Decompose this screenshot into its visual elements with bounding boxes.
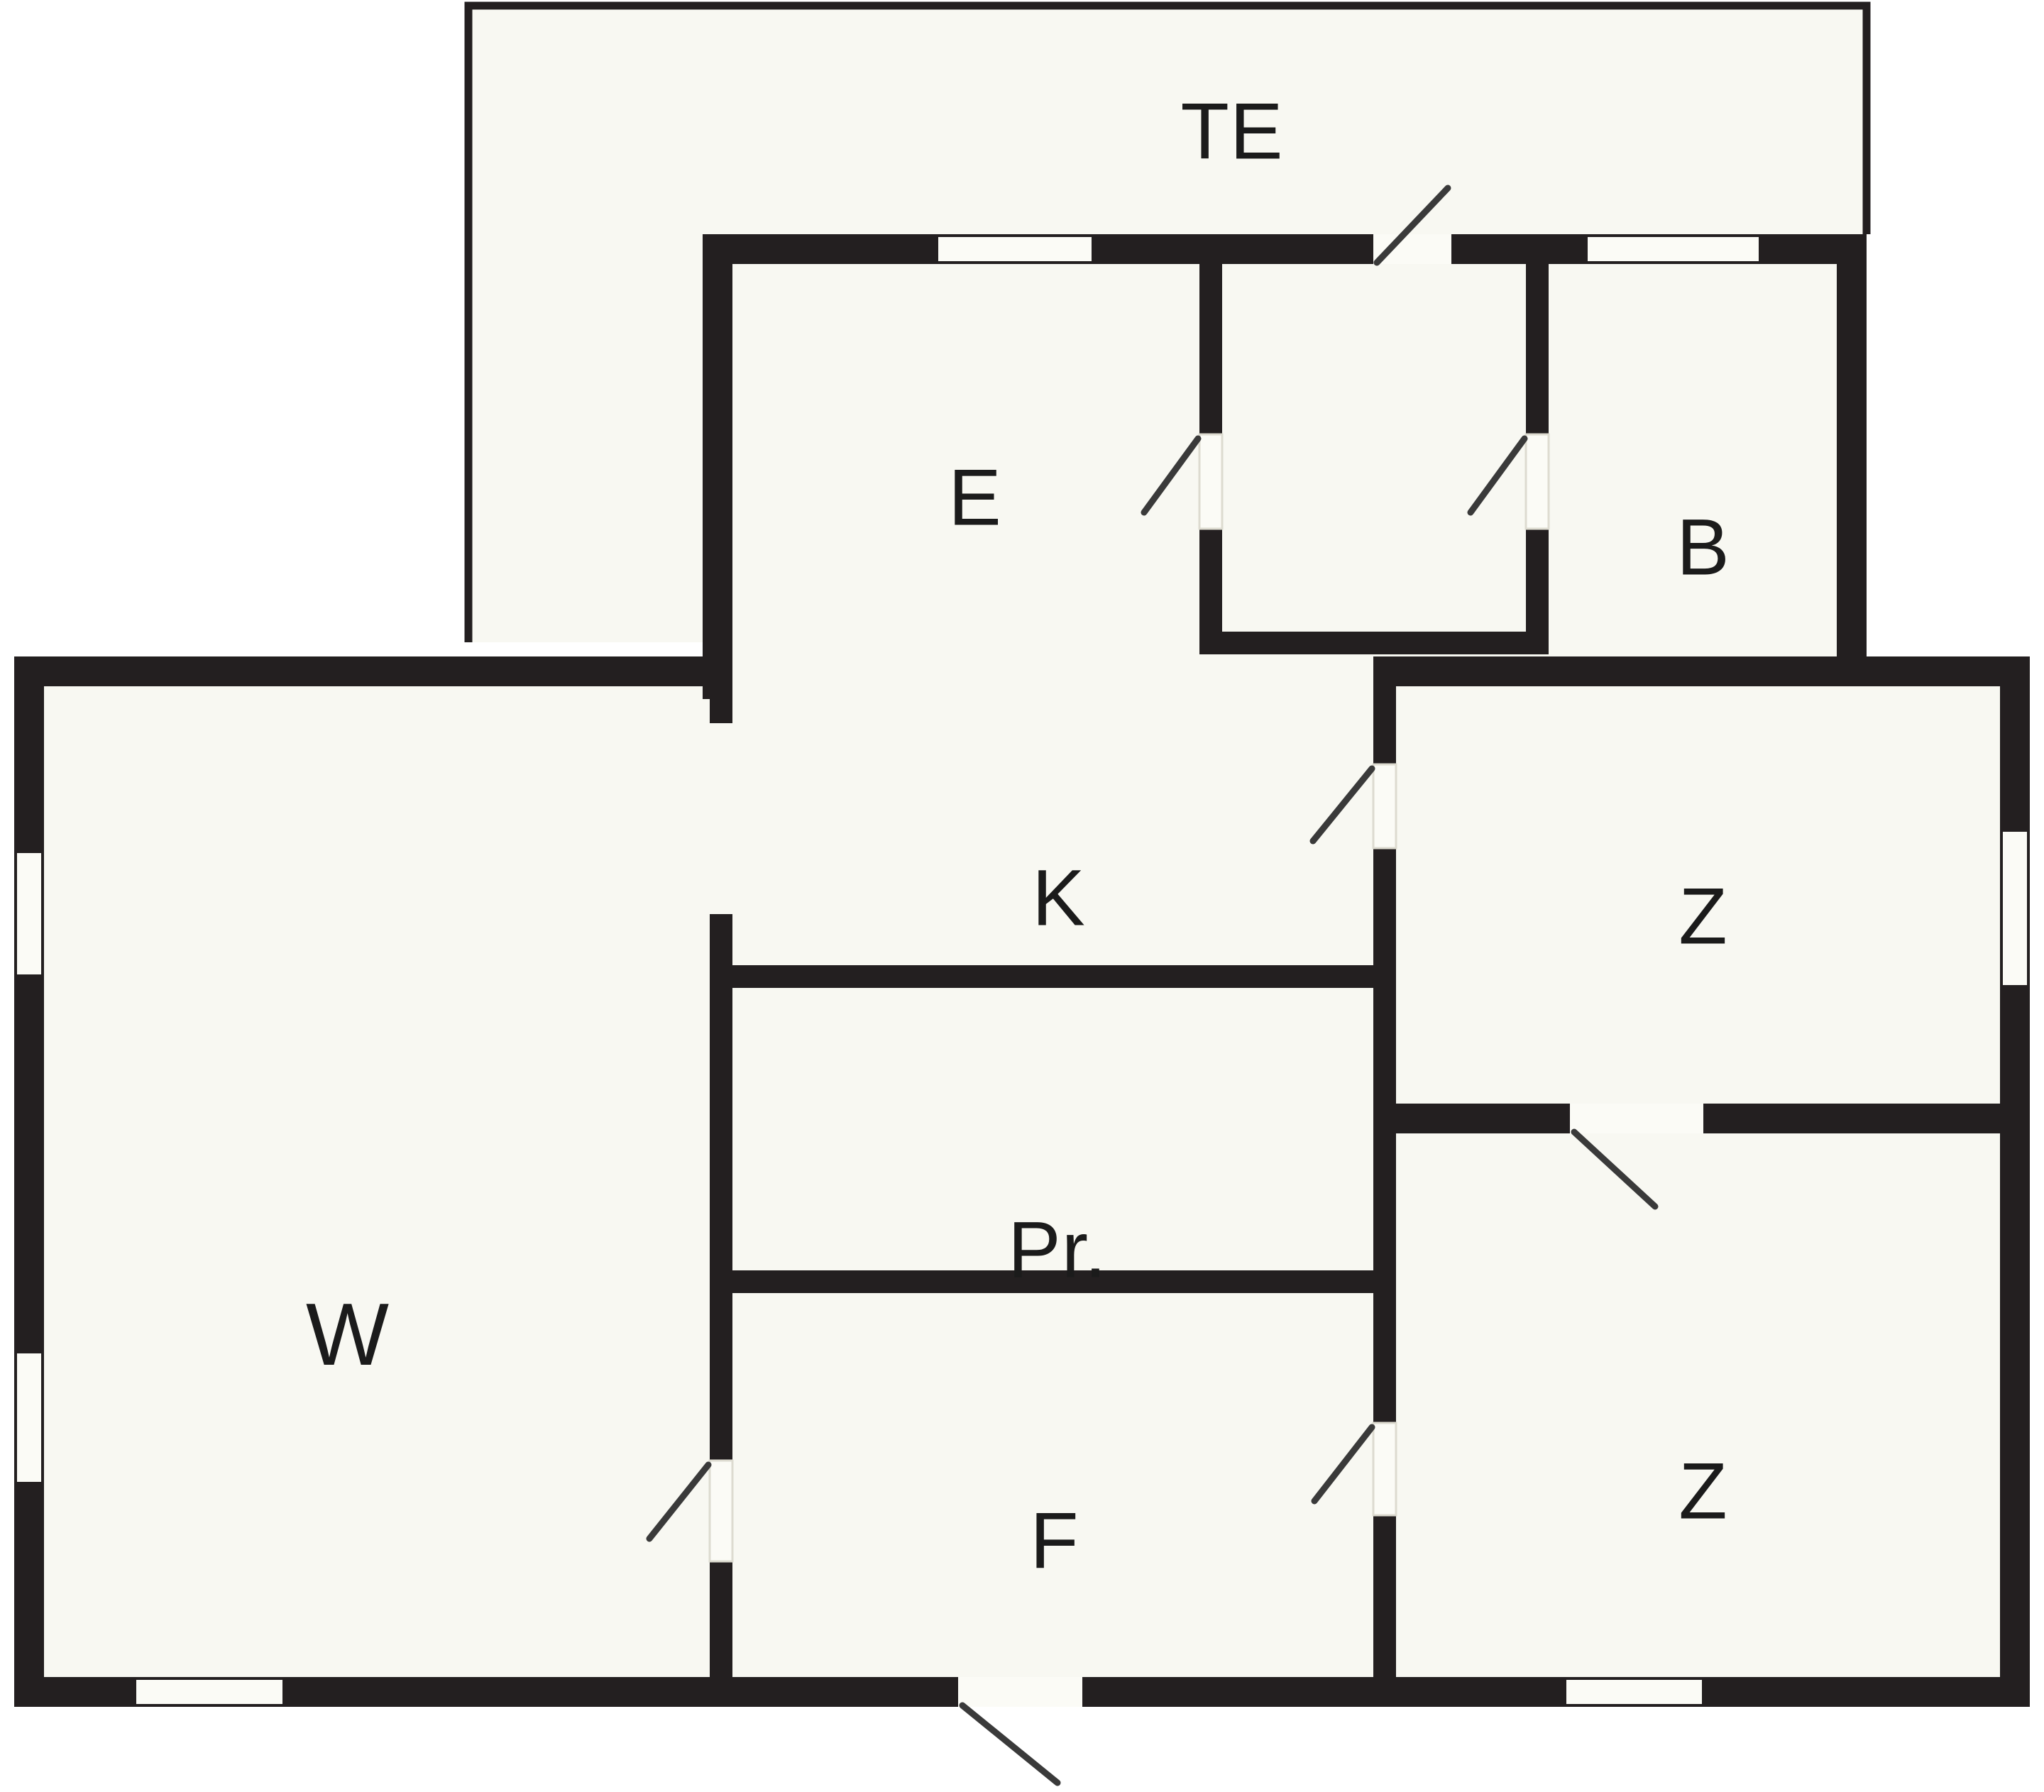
wall-main-west-b <box>14 976 44 1352</box>
room-label-te: TE <box>1180 87 1283 176</box>
wall-main-north-right <box>1373 656 2030 686</box>
wall-hall-south <box>1199 632 1549 654</box>
door-entrance-north <box>1373 185 1451 266</box>
wall-e-hall-lower <box>1199 529 1222 649</box>
window-south-w <box>133 1677 285 1707</box>
wall-main-south-c <box>1082 1677 1565 1707</box>
door-f-to-z-lower <box>1311 1422 1397 1517</box>
walls <box>14 234 2030 1707</box>
wall-hall-b-upper <box>1526 264 1549 434</box>
wall-upper-north-b <box>1093 234 1373 264</box>
upper-block-floor <box>703 234 1867 674</box>
wall-k-z-mid <box>1373 848 1396 1423</box>
room-label-e: E <box>948 454 1002 542</box>
door-k-to-z-upper <box>1309 763 1397 850</box>
wall-upper-west <box>703 234 732 699</box>
main-block-floor <box>14 656 2030 1707</box>
terrace-outline <box>464 1 1871 642</box>
door-z-upper-to-z-lower <box>1570 1104 1703 1210</box>
window-left-lower <box>14 1351 44 1485</box>
wall-main-north-left <box>14 656 732 686</box>
windows <box>14 234 2030 1707</box>
wall-main-east-b <box>2000 986 2030 1707</box>
wall-main-west-a <box>14 656 44 852</box>
wall-k-z-upper <box>1373 686 1396 764</box>
room-label-z-upper: Z <box>1678 872 1727 961</box>
wall-w-k-lower <box>710 1561 732 1686</box>
terrace-floor <box>468 6 1867 642</box>
room-label-pr: Pr. <box>1008 1206 1107 1294</box>
doors <box>646 185 1703 1786</box>
window-right <box>2000 829 2030 988</box>
door-hall-to-b <box>1467 433 1550 530</box>
wall-main-east-a <box>2000 656 2030 830</box>
window-left-upper <box>14 850 44 977</box>
room-label-b: B <box>1676 503 1730 592</box>
wall-upper-north-a <box>703 234 937 264</box>
room-label-k: K <box>1032 854 1086 942</box>
wall-z-divider-b <box>1703 1104 2030 1133</box>
wall-z-divider-a <box>1396 1104 1570 1133</box>
door-w-to-f <box>646 1459 734 1563</box>
room-label-f: F <box>1030 1497 1079 1585</box>
window-north-b <box>1585 234 1762 264</box>
window-south-z <box>1564 1677 1705 1707</box>
room-label-z-lower: Z <box>1678 1447 1727 1536</box>
room-label-w: W <box>306 1286 390 1384</box>
wall-main-west-c <box>14 1483 44 1707</box>
wall-main-south-d <box>1703 1677 2030 1707</box>
wall-w-k-upper <box>710 686 732 723</box>
wall-k-z-lower <box>1373 1515 1396 1686</box>
door-e-to-hall <box>1141 433 1224 530</box>
wall-main-south-a <box>14 1677 135 1707</box>
wall-w-k-mid <box>710 914 732 1461</box>
wall-upper-east <box>1837 234 1867 674</box>
floor-fills <box>14 6 2030 1707</box>
wall-main-south-b <box>284 1677 958 1707</box>
wall-k-pr <box>710 965 1396 988</box>
room-labels: TE E B K Z W Pr. Z F <box>306 87 1730 1585</box>
door-south-entrance <box>958 1677 1082 1786</box>
wall-hall-b-lower <box>1526 529 1549 649</box>
window-north-e <box>935 234 1094 264</box>
wall-upper-north-c <box>1451 234 1586 264</box>
wall-pr-f <box>710 1270 1396 1293</box>
wall-e-hall-upper <box>1199 264 1222 434</box>
